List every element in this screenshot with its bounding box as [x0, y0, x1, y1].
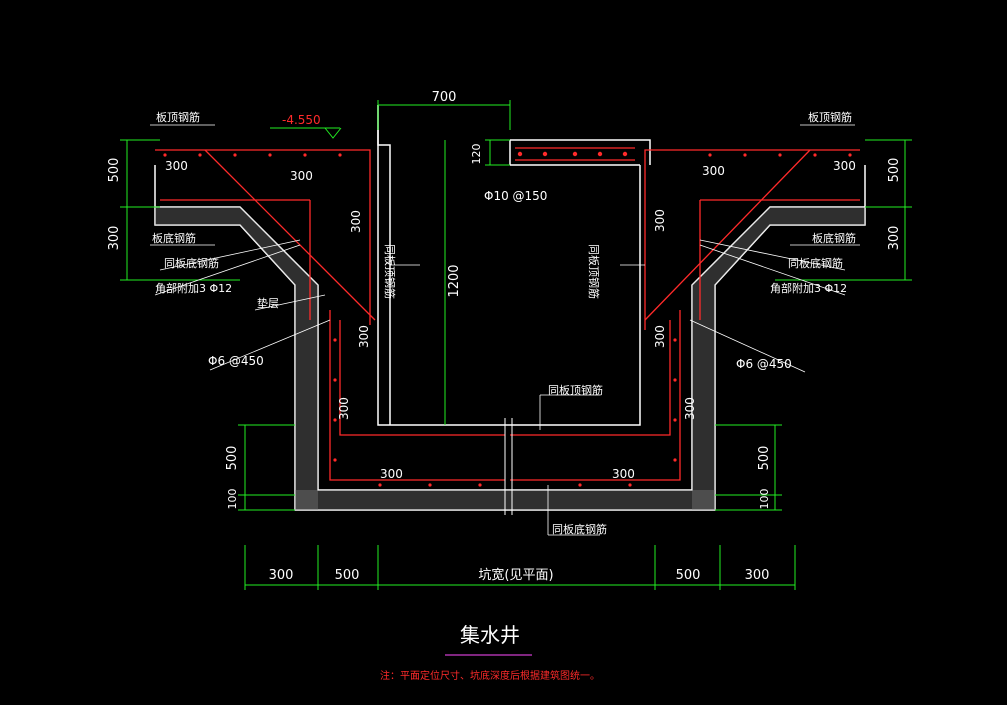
- anchor-300-8: 300: [702, 164, 725, 178]
- rebar-labels: 板顶钢筋 板顶钢筋 板底钢筋 板底钢筋 同板底钢筋 同板底钢筋 角部附加3 Φ1…: [152, 110, 856, 536]
- rebar-lines: [155, 147, 860, 481]
- leader-lines: [150, 124, 860, 536]
- label-wall-left: 同板顶钢筋: [383, 244, 397, 299]
- label-corner-left: 角部附加3 Φ12: [155, 281, 232, 295]
- label-slab-rebar: Φ10 @150: [484, 189, 547, 203]
- dimension-texts: 700 120 1200 500 300 500 300 500 100 500…: [107, 90, 902, 583]
- dimension-lines: [120, 100, 912, 590]
- anchor-300-10: 300: [653, 325, 667, 348]
- label-pit-bottom: 同板底钢筋: [552, 522, 607, 536]
- anchor-300-7: 300: [833, 159, 856, 173]
- dim-bottom-300-right: 300: [745, 568, 770, 583]
- label-bottom-rebar-right: 板底钢筋: [812, 231, 856, 245]
- dim-bot-right-100: 100: [758, 489, 771, 510]
- anchor-300-1: 300: [165, 159, 188, 173]
- label-top-rebar-right: 板顶钢筋: [808, 110, 852, 124]
- dim-bottom-500-right: 500: [676, 568, 701, 583]
- dim-top-width: 700: [432, 90, 457, 105]
- label-corner-right: 角部附加3 Φ12: [770, 281, 847, 295]
- dim-bottom-500-left: 500: [335, 568, 360, 583]
- label-same-bottom-right: 同板底钢筋: [788, 256, 843, 270]
- anchor-300-11: 300: [683, 397, 697, 420]
- dim-bottom-300-left: 300: [269, 568, 294, 583]
- label-bottom-rebar-left: 板底钢筋: [152, 231, 196, 245]
- anchor-300-4: 300: [357, 325, 371, 348]
- anchor-300-3: 300: [349, 210, 363, 233]
- dim-left-500: 500: [107, 158, 122, 183]
- label-cushion: 垫层: [257, 296, 279, 310]
- dim-right-500: 500: [887, 158, 902, 183]
- break-lines: [504, 418, 513, 515]
- label-same-bottom-left: 同板底钢筋: [164, 256, 219, 270]
- anchor-300-12: 300: [612, 467, 635, 481]
- dim-bottom-pit: 坑宽(见平面): [478, 567, 553, 583]
- dim-left-300: 300: [107, 226, 122, 251]
- label-stirrup-right: Φ6 @450: [736, 357, 792, 371]
- anchor-300-2: 300: [290, 169, 313, 183]
- dim-bot-left-100: 100: [226, 489, 239, 510]
- elevation-text: -4.550: [282, 113, 321, 127]
- anchor-300-5: 300: [337, 397, 351, 420]
- dim-right-300: 300: [887, 226, 902, 251]
- label-wall-right: 同板顶钢筋: [587, 244, 601, 299]
- anchor-300-9: 300: [653, 209, 667, 232]
- label-stirrup-left: Φ6 @450: [208, 354, 264, 368]
- anchor-length-texts: 300 300 300 300 300 300 300 300 300 300 …: [165, 159, 856, 481]
- drawing-title: 集水井: [460, 623, 520, 647]
- label-top-rebar-left: 板顶钢筋: [156, 110, 200, 124]
- dim-bot-right-500: 500: [757, 446, 772, 471]
- rebar-dots: [163, 151, 852, 487]
- dim-slab-thk: 120: [470, 144, 483, 165]
- dim-bot-left-500: 500: [225, 446, 240, 471]
- label-pit-top: 同板顶钢筋: [548, 383, 603, 397]
- elevation-marker: -4.550: [270, 113, 342, 139]
- dim-wall-height: 1200: [447, 264, 462, 297]
- anchor-300-6: 300: [380, 467, 403, 481]
- drawing-note: 注：平面定位尺寸、坑底深度后根据建筑图统一。: [380, 669, 600, 682]
